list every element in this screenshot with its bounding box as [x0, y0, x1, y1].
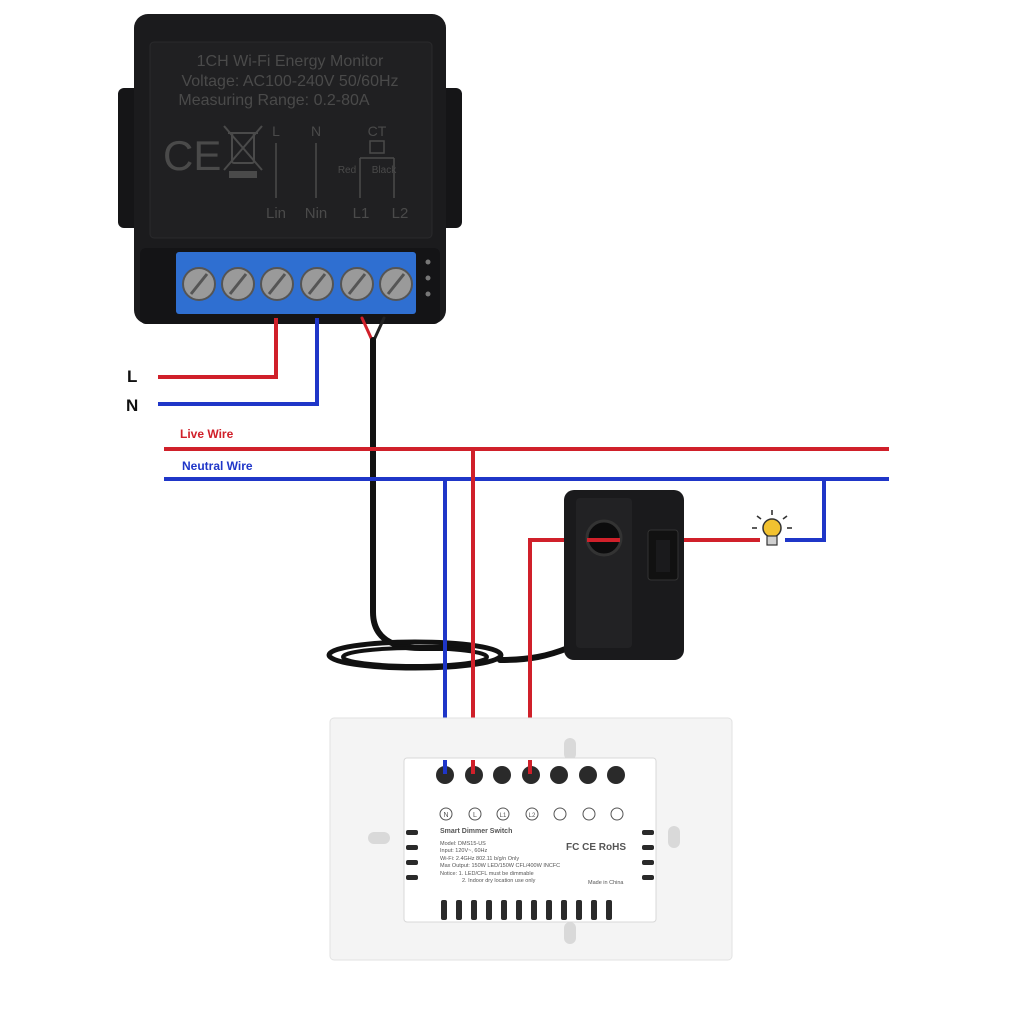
light-bulb-icon	[752, 510, 792, 546]
module-label-nin: Nin	[305, 205, 328, 222]
switch-terminal-labels: N L L1 L2	[439, 807, 624, 821]
switch-terminal-l1: L1	[500, 813, 507, 819]
switch-wifi: Wi-Fi: 2.4GHz 802.11 b/g/n Only	[440, 856, 519, 862]
main-lines	[164, 447, 889, 481]
module-range: Measuring Range: 0.2-80A	[178, 92, 370, 109]
module-label-l: L	[272, 123, 280, 139]
switch-max-output: Max Output: 150W LED/150W CFL/400W INCFC	[440, 863, 560, 869]
switch-wire-ends	[443, 760, 532, 774]
weee-bin-icon	[223, 125, 263, 178]
switch-title: Smart Dimmer Switch	[440, 828, 512, 835]
energy-monitor-module: 1CH Wi-Fi Energy Monitor Voltage: AC100-…	[118, 14, 462, 324]
wire-label-l: L	[127, 367, 137, 386]
module-label-n: N	[311, 123, 321, 139]
wire-label-n: N	[126, 396, 138, 415]
ct-cable	[326, 316, 571, 671]
switch-notice-1: Notice: 1. LED/CFL must be dimmable	[440, 871, 534, 877]
switch-notice-2: 2. Indoor dry location use only	[462, 878, 536, 884]
switch-terminal-l2: L2	[529, 813, 536, 819]
switch-terminals	[436, 766, 625, 784]
smart-dimmer-switch: N L L1 L2 Smart Dimmer Switch Model: DMS…	[329, 717, 733, 961]
terminal-screws	[182, 267, 413, 301]
switch-model: Model: DMS15-US	[440, 841, 486, 847]
input-wires	[158, 318, 319, 406]
wire-label-live: Live Wire	[180, 427, 234, 441]
module-label-l2: L2	[392, 205, 409, 222]
module-voltage: Voltage: AC100-240V 50/60Hz	[181, 73, 398, 90]
ct-symbol-icon	[359, 140, 395, 198]
switch-terminal-l: L	[473, 812, 477, 819]
switch-terminal-n: N	[443, 812, 448, 819]
module-label-red: Red	[338, 165, 356, 176]
switch-cert-marks: FC CE RoHS	[566, 842, 626, 853]
module-label-ct: CT	[368, 123, 387, 139]
wire-label-neutral: Neutral Wire	[182, 459, 253, 473]
module-label-black: Black	[372, 165, 397, 176]
module-title: 1CH Wi-Fi Energy Monitor	[197, 53, 384, 70]
ce-mark-icon: CE	[163, 132, 221, 179]
switch-input: Input: 120V~, 60Hz	[440, 848, 487, 854]
current-clamp	[564, 490, 684, 660]
switch-made-in: Made in China	[588, 880, 624, 886]
module-label-lin: Lin	[266, 205, 286, 222]
module-label-l1: L1	[353, 205, 370, 222]
